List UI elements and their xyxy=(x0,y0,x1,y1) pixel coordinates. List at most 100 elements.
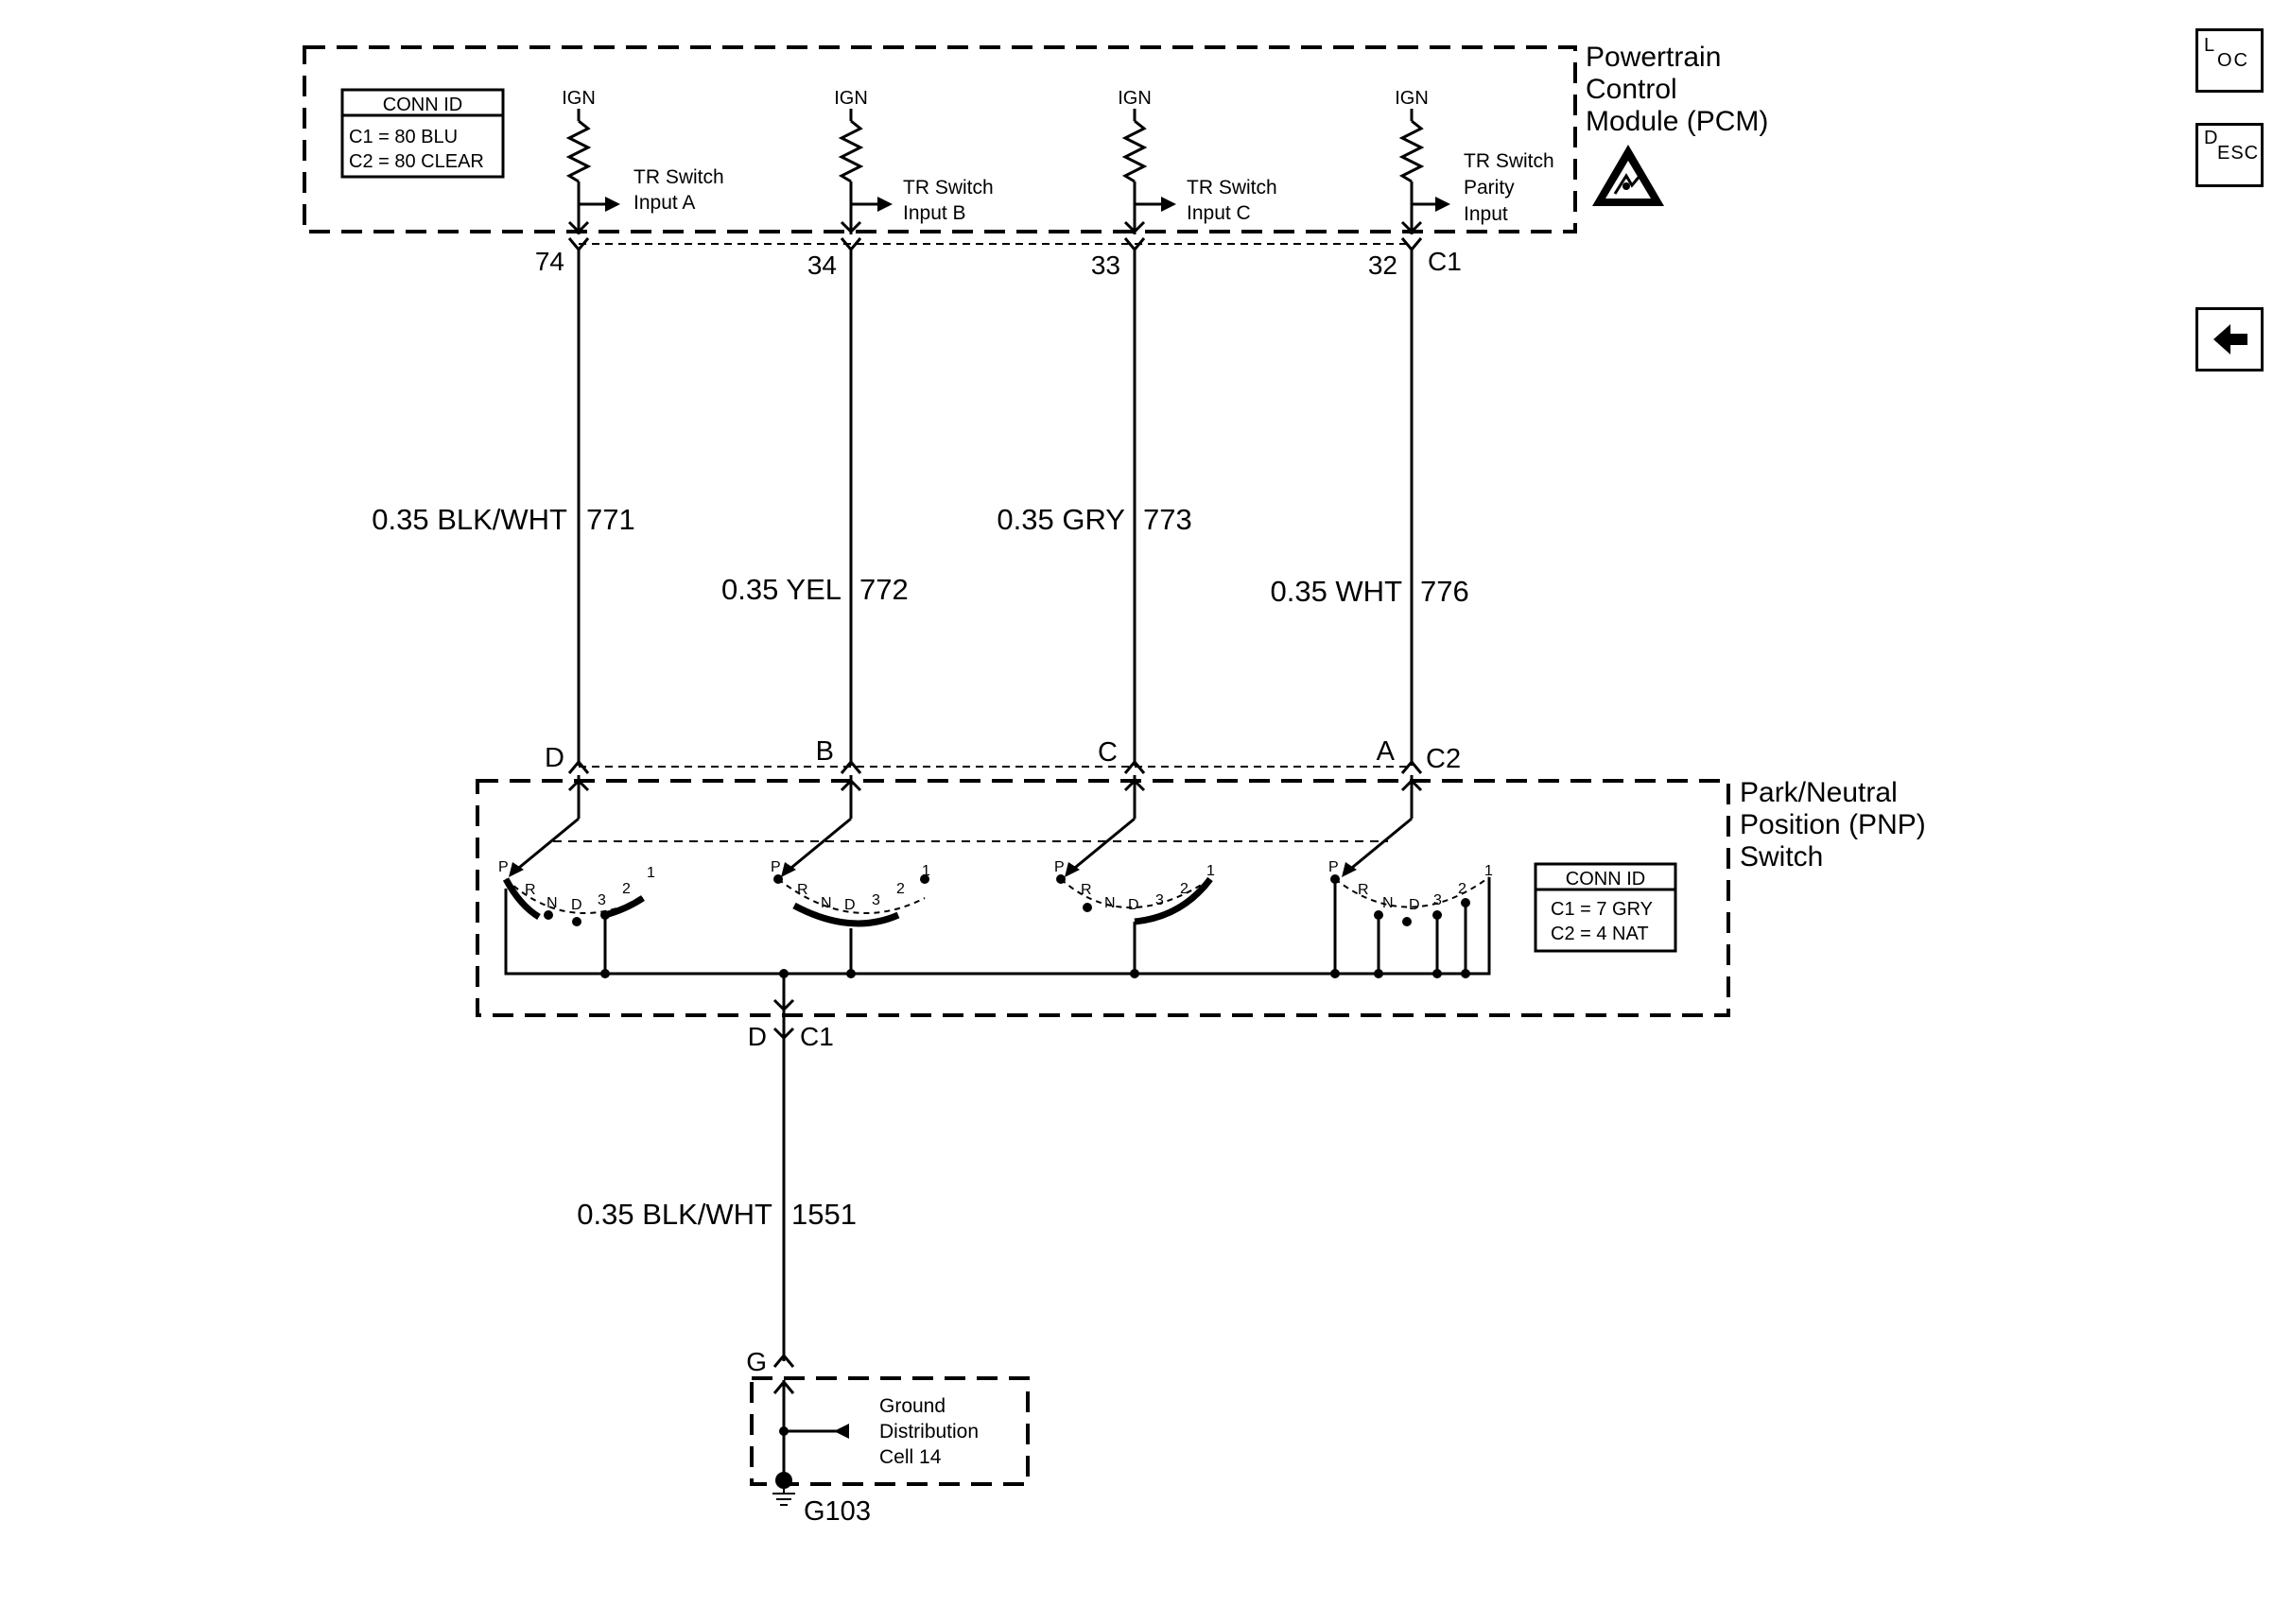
switch-c-contacts xyxy=(1056,874,1213,978)
svg-text:2: 2 xyxy=(1458,881,1466,897)
pnp-ground-pin: D xyxy=(748,1022,767,1051)
pnp-title-line-1: Park/Neutral xyxy=(1740,777,1898,808)
pull-up-resistor-a xyxy=(565,119,592,183)
arrow-left-icon xyxy=(834,1424,849,1439)
pnp-conn-id-line-2: C2 = 4 NAT xyxy=(1551,924,1649,944)
wire-776-gauge-color: 0.35 WHT xyxy=(1270,575,1402,608)
pcm-pin-33: 33 xyxy=(1091,251,1120,280)
svg-text:R: R xyxy=(1358,882,1369,898)
ground-label-line-3: Cell 14 xyxy=(879,1446,942,1468)
pull-up-resistor-c xyxy=(1121,119,1148,183)
pnp-title-line-3: Switch xyxy=(1740,841,1823,872)
pull-up-resistor-b xyxy=(838,119,864,183)
svg-text:N: N xyxy=(547,895,558,911)
svg-text:R: R xyxy=(525,882,536,898)
pcm-conn-id-line-2: C2 = 80 CLEAR xyxy=(349,151,484,172)
wire-771-gauge-color: 0.35 BLK/WHT xyxy=(372,503,567,536)
svg-text:3: 3 xyxy=(872,892,880,908)
svg-text:2: 2 xyxy=(896,881,905,897)
wire-771-circuit: 771 xyxy=(586,503,635,536)
pcm-conn-id-box: CONN ID C1 = 80 BLU C2 = 80 CLEAR xyxy=(340,88,505,179)
loc-button-letter: L xyxy=(2204,35,2215,56)
pnp-title-line-2: Position (PNP) xyxy=(1740,809,1926,840)
pnp-pin-c: C xyxy=(1098,737,1118,768)
wire-1551-gauge-color: 0.35 BLK/WHT xyxy=(577,1198,772,1231)
svg-text:3: 3 xyxy=(598,892,606,908)
ground-label-line-1: Ground xyxy=(879,1395,946,1417)
switch-a-contacts xyxy=(502,877,645,978)
pcm-pin-32: 32 xyxy=(1368,251,1397,280)
pnp-ground-connector-label: C1 xyxy=(800,1022,834,1051)
input-b-label-line-2: Input B xyxy=(903,202,966,224)
wire-1551-circuit: 1551 xyxy=(791,1198,857,1231)
position-labels-a: P R N D 3 2 1 xyxy=(498,859,655,913)
wiper-arrow-icons xyxy=(509,862,1357,877)
ground-distribution-internals xyxy=(772,1379,849,1489)
ign-label-c: IGN xyxy=(1118,88,1152,109)
pcm-input-b: IGN TR Switch Input B xyxy=(834,88,994,234)
pnp-switch-internals xyxy=(513,775,1423,873)
pnp-pin-a: A xyxy=(1377,736,1396,767)
svg-text:1: 1 xyxy=(1484,863,1493,879)
arrow-left-icon xyxy=(2213,324,2247,354)
pcm-title-line-3: Module (PCM) xyxy=(1586,106,1768,137)
pcm-conn-id-header: CONN ID xyxy=(383,95,462,115)
svg-text:R: R xyxy=(1081,882,1092,898)
loc-button[interactable]: L OC xyxy=(2195,28,2264,93)
svg-text:D: D xyxy=(1409,897,1420,913)
pcm-module-box xyxy=(303,45,1577,233)
ign-label-parity: IGN xyxy=(1395,88,1429,109)
switch-b-contacts xyxy=(773,874,929,978)
pcm-title-line-2: Control xyxy=(1586,74,1677,105)
wire-772-circuit: 772 xyxy=(859,573,909,606)
svg-text:1: 1 xyxy=(922,863,930,879)
ground-pin-label: G xyxy=(746,1347,767,1376)
svg-text:D: D xyxy=(844,897,856,913)
ground-pin-connector xyxy=(772,1353,795,1368)
svg-text:D: D xyxy=(571,897,582,913)
input-parity-label-line-2: Parity xyxy=(1464,177,1515,199)
input-c-label-line-2: Input C xyxy=(1187,202,1251,224)
arrow-right-icon xyxy=(1161,197,1176,212)
back-button[interactable] xyxy=(2195,307,2264,371)
svg-text:3: 3 xyxy=(1433,892,1442,908)
svg-text:P: P xyxy=(498,859,509,875)
pnp-conn-id-header: CONN ID xyxy=(1566,869,1645,890)
arrow-right-icon xyxy=(605,197,620,212)
pnp-switch-box xyxy=(476,779,1730,1017)
pcm-title-line-1: Powertrain xyxy=(1586,42,1721,73)
desc-button[interactable]: D ESC xyxy=(2195,123,2264,187)
svg-text:2: 2 xyxy=(622,881,631,897)
ground-symbol-icon xyxy=(772,1484,795,1506)
svg-text:D: D xyxy=(1128,897,1139,913)
pnp-pin-d: D xyxy=(545,743,564,773)
svg-text:P: P xyxy=(1054,859,1065,875)
svg-text:1: 1 xyxy=(1206,863,1215,879)
wire-772-gauge-color: 0.35 YEL xyxy=(721,573,842,606)
input-parity-label-line-3: Input xyxy=(1464,203,1508,225)
input-parity-label-line-1: TR Switch xyxy=(1464,150,1554,172)
arrow-right-icon xyxy=(1435,197,1450,212)
svg-text:N: N xyxy=(821,895,832,911)
pcm-input-a: IGN TR Switch Input A xyxy=(562,88,724,234)
input-c-label-line-1: TR Switch xyxy=(1187,177,1277,199)
pcm-input-c: IGN TR Switch Input C xyxy=(1118,88,1277,234)
pnp-ground-connector xyxy=(772,969,795,1041)
esd-warning-icon xyxy=(1592,145,1664,206)
svg-text:N: N xyxy=(1104,895,1116,911)
pcm-conn-id-line-1: C1 = 80 BLU xyxy=(349,127,458,147)
pnp-connector-label: C2 xyxy=(1426,744,1461,774)
ground-distribution-box xyxy=(750,1376,1030,1486)
svg-text:2: 2 xyxy=(1180,881,1189,897)
pnp-pin-b: B xyxy=(816,736,834,767)
svg-text:N: N xyxy=(1382,895,1394,911)
input-a-label-line-2: Input A xyxy=(633,192,695,214)
pcm-pin-74: 74 xyxy=(535,247,564,276)
desc-button-letter: D xyxy=(2204,128,2218,148)
position-labels-b: P R N D 3 2 1 xyxy=(771,859,930,913)
svg-text:R: R xyxy=(797,882,808,898)
ground-label-line-2: Distribution xyxy=(879,1421,979,1443)
pnp-connector-pins xyxy=(567,759,1423,774)
svg-text:P: P xyxy=(771,859,781,875)
